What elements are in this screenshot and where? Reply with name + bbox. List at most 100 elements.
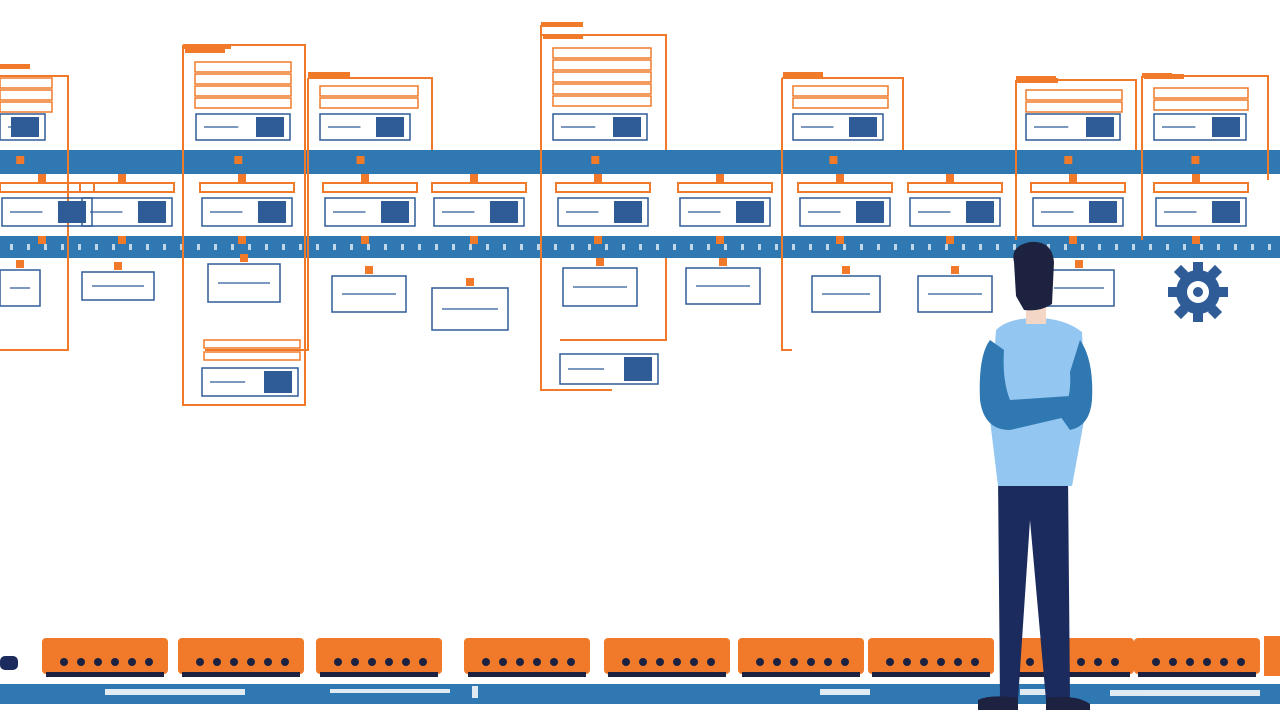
band-tick xyxy=(197,244,200,250)
band-tick xyxy=(1081,244,1084,250)
band-tick xyxy=(1013,244,1016,250)
stack-row xyxy=(319,85,419,97)
wagon-wheel xyxy=(128,658,136,666)
stack-tab xyxy=(185,48,225,53)
band-tick xyxy=(1115,244,1118,250)
band-tick xyxy=(27,244,30,250)
output-box xyxy=(917,275,993,313)
doc-card-glyph xyxy=(966,201,994,223)
band-tick xyxy=(826,244,829,250)
doc-card-glyph xyxy=(376,117,404,137)
band-tick xyxy=(180,244,183,250)
track-highlights xyxy=(105,686,1260,698)
wagon-wheel xyxy=(550,658,558,666)
band-tick xyxy=(418,244,421,250)
wagon-wheel xyxy=(230,658,238,666)
wagon-chassis xyxy=(1138,672,1256,677)
doc-card xyxy=(201,367,299,397)
output-box xyxy=(811,275,881,313)
connector-node xyxy=(361,174,369,182)
wagon-body xyxy=(1264,636,1280,676)
band-tick xyxy=(1251,244,1254,250)
frame-tab xyxy=(183,44,231,49)
band-tick xyxy=(520,244,523,250)
band-tick xyxy=(129,244,132,250)
wagon-wheel xyxy=(903,658,911,666)
band-tick xyxy=(1098,244,1101,250)
stack-row xyxy=(552,59,652,71)
process-diagram xyxy=(0,22,1269,406)
doc-card-glyph xyxy=(1212,117,1240,137)
doc-card-frame xyxy=(1032,197,1124,227)
wagon-wheel xyxy=(94,658,102,666)
connector-node xyxy=(594,174,602,182)
band-tick xyxy=(10,244,13,250)
band-tick xyxy=(367,244,370,250)
band-tick xyxy=(95,244,98,250)
stack-row xyxy=(194,85,292,97)
band-tick xyxy=(1166,244,1169,250)
band-tick xyxy=(44,244,47,250)
band-tick xyxy=(945,244,948,250)
doc-card-glyph xyxy=(264,371,292,393)
wagon-chassis xyxy=(182,672,300,677)
mid-header xyxy=(677,182,773,193)
person-figure xyxy=(978,241,1093,710)
stack-row xyxy=(792,85,889,97)
band-tick xyxy=(1217,244,1220,250)
connector-node xyxy=(470,174,478,182)
orange-frame xyxy=(560,258,667,341)
doc-card-frame xyxy=(201,197,293,227)
output-box-frame xyxy=(81,271,155,301)
band-tick xyxy=(1064,244,1067,250)
output-box-frame xyxy=(0,269,41,307)
orange-frame xyxy=(1142,75,1269,180)
wagon-wheel xyxy=(533,658,541,666)
connector-node xyxy=(1069,236,1077,244)
wagon-wheel xyxy=(937,658,945,666)
doc-card-glyph xyxy=(614,201,642,223)
band-tick xyxy=(452,244,455,250)
band-tick xyxy=(894,244,897,250)
band-tick xyxy=(486,244,489,250)
band-tick xyxy=(435,244,438,250)
frame-tab xyxy=(1142,73,1172,78)
doc-card-glyph xyxy=(258,201,286,223)
band-tick xyxy=(571,244,574,250)
wagon-wheel xyxy=(145,658,153,666)
band-tick xyxy=(656,244,659,250)
wagon-body xyxy=(1008,638,1134,674)
train-wagon xyxy=(1008,638,1134,677)
doc-card-frame xyxy=(799,197,891,227)
band-tick xyxy=(843,244,846,250)
band-tick xyxy=(996,244,999,250)
band-tick xyxy=(248,244,251,250)
output-box-frame xyxy=(917,275,993,313)
stack-row xyxy=(194,97,292,109)
wagon-wheel xyxy=(1152,658,1160,666)
doc-card xyxy=(319,113,411,141)
wagon-chassis xyxy=(46,672,164,677)
doc-card-glyph xyxy=(58,201,86,223)
wagon-wheel xyxy=(1203,658,1211,666)
connector-node xyxy=(1064,156,1073,164)
stack-row xyxy=(0,77,53,89)
wagon-wheel xyxy=(264,658,272,666)
train-wagon xyxy=(738,638,864,677)
stack-row xyxy=(552,83,652,95)
wagon-wheel xyxy=(1094,658,1102,666)
doc-card xyxy=(909,197,1001,227)
mid-header xyxy=(79,182,175,193)
doc-card xyxy=(1,197,93,227)
band-tick xyxy=(1149,244,1152,250)
wagon-wheel xyxy=(351,658,359,666)
band-tick xyxy=(554,244,557,250)
wagon-wheel xyxy=(1169,658,1177,666)
mid-header xyxy=(555,182,651,193)
band-tick xyxy=(877,244,880,250)
band-tick xyxy=(775,244,778,250)
mid-header xyxy=(199,182,295,193)
output-box-frame xyxy=(431,287,509,331)
wagon-wheel xyxy=(656,658,664,666)
wagon-wheel xyxy=(807,658,815,666)
